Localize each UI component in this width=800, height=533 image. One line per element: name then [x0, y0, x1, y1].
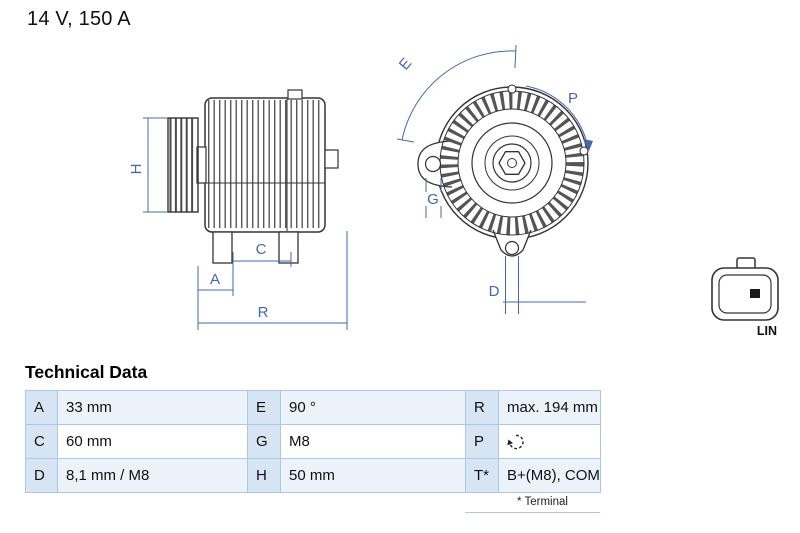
connector-label: LIN — [757, 324, 777, 338]
ear-hole-bottom — [504, 240, 520, 256]
rim-bolt-right — [579, 146, 589, 156]
spec-key-e: E — [247, 390, 281, 425]
spec-value-d: 8,1 mm / M8 — [57, 458, 248, 493]
spec-value-h: 50 mm — [280, 458, 466, 493]
terminal-tab — [324, 149, 339, 169]
page-title: 14 V, 150 A — [27, 8, 131, 30]
rim-bolt-top — [507, 84, 517, 94]
alternator-side-view — [167, 89, 339, 264]
dimension-label-h: H — [128, 164, 145, 175]
technical-data-section: Technical Data A 33 mm E 90 ° R max. 194… — [25, 362, 601, 513]
spec-key-d: D — [25, 458, 58, 493]
rotation-direction-icon — [507, 434, 524, 449]
spec-value-a: 33 mm — [57, 390, 248, 425]
spec-key-c: C — [25, 424, 58, 459]
spec-key-p: P — [465, 424, 499, 459]
lin-connector-icon — [711, 257, 779, 321]
terminal-footnote: * Terminal — [465, 493, 600, 513]
dimension-label-g: G — [427, 191, 439, 208]
front-view-dimension-lines — [396, 44, 588, 314]
dimension-label-a: A — [210, 271, 220, 288]
ear-hole-left — [424, 155, 442, 173]
rotation-arc-arrowhead — [583, 139, 593, 151]
top-lug — [287, 89, 303, 100]
spec-value-c: 60 mm — [57, 424, 248, 459]
dimension-label-c: C — [256, 241, 267, 258]
spec-key-a: A — [25, 390, 58, 425]
dimension-label-e: E — [396, 55, 415, 74]
technical-data-table: A 33 mm E 90 ° R max. 194 mm C 60 mm G M… — [25, 390, 601, 493]
side-view-dimension-lines — [143, 117, 348, 330]
mounting-foot-right — [278, 231, 299, 264]
spec-key-r: R — [465, 390, 499, 425]
pulley — [167, 117, 199, 213]
spec-value-g: M8 — [280, 424, 466, 459]
shaft-nut — [498, 151, 526, 175]
spec-value-r: max. 194 mm — [498, 390, 601, 425]
dimension-label-r: R — [258, 304, 269, 321]
spec-key-g: G — [247, 424, 281, 459]
technical-data-title: Technical Data — [25, 362, 148, 382]
spec-key-t: T* — [465, 458, 499, 493]
table-row: A 33 mm E 90 ° R max. 194 mm — [25, 390, 601, 425]
dimension-label-p: P — [568, 90, 578, 107]
mounting-foot-left — [212, 231, 233, 264]
spec-value-p — [498, 424, 601, 459]
technical-drawing: H A C R — [128, 44, 779, 338]
table-row: C 60 mm G M8 P — [25, 424, 601, 459]
table-row: D 8,1 mm / M8 H 50 mm T* B+(M8), COM — [25, 458, 601, 493]
spec-key-h: H — [247, 458, 281, 493]
dimension-label-d: D — [489, 283, 500, 300]
alternator-front-view — [417, 84, 589, 257]
connector-pin — [750, 289, 760, 298]
spec-value-t: B+(M8), COM — [498, 458, 601, 493]
shaft — [196, 146, 207, 184]
spec-value-e: 90 ° — [280, 390, 466, 425]
